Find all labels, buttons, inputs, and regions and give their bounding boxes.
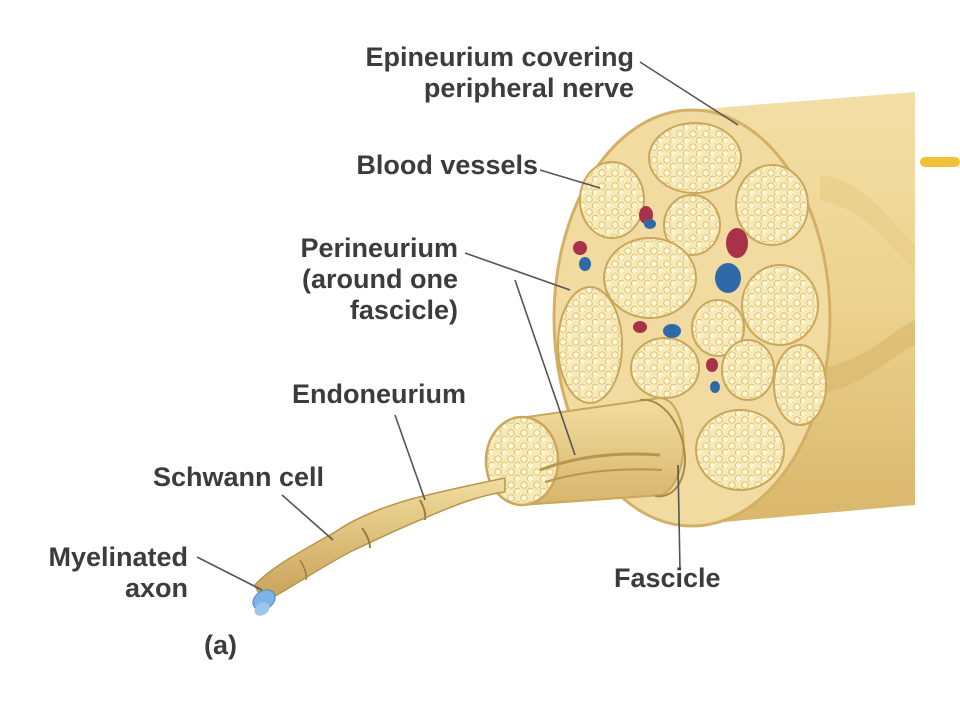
extracted-fascicle — [484, 396, 686, 507]
blood-vessels — [573, 206, 748, 393]
nerve-fiber — [252, 477, 506, 616]
label-myelinated-axon: Myelinated axon — [48, 542, 188, 603]
leader-lines — [196, 61, 739, 591]
label-fascicle: Fascicle — [614, 563, 721, 593]
label-perineurium: Perineurium (around one fascicle) — [300, 233, 458, 325]
fascicle-group — [557, 122, 827, 491]
panel-label: (a) — [204, 630, 237, 660]
label-endoneurium: Endoneurium — [292, 379, 466, 409]
label-blood-vessels: Blood vessels — [356, 150, 538, 180]
label-schwann-cell: Schwann cell — [153, 462, 325, 492]
label-epineurium: Epineurium covering peripheral nerve — [365, 42, 634, 103]
